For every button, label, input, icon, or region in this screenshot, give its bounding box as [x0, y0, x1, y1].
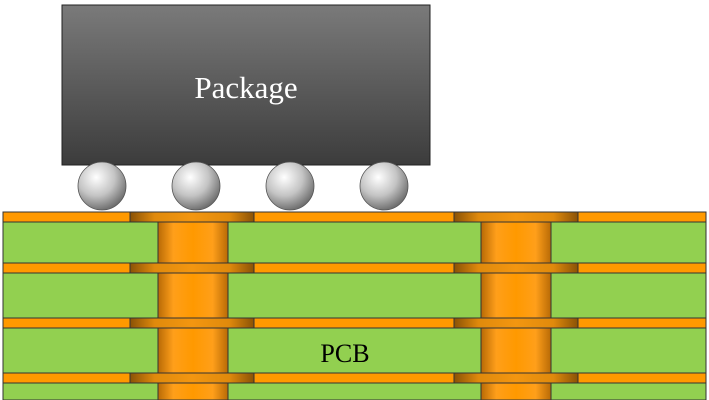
via-pad	[129, 317, 255, 329]
via-pad	[129, 262, 255, 274]
package: Package	[61, 4, 431, 166]
via-pad	[129, 211, 255, 223]
via-barrel	[480, 211, 552, 400]
solder-ball	[77, 161, 127, 211]
solder-ball	[171, 161, 221, 211]
copper-layer	[2, 317, 707, 329]
package-label: Package	[194, 70, 297, 105]
copper-layer	[2, 372, 707, 384]
package-body	[61, 4, 431, 166]
solder-balls	[77, 161, 409, 211]
substrate-layer	[2, 272, 707, 319]
substrate-layer	[2, 327, 707, 374]
via-pad	[453, 317, 579, 329]
solder-ball	[359, 161, 409, 211]
via-pad	[453, 211, 579, 223]
pcb	[2, 211, 707, 400]
via-pad	[453, 262, 579, 274]
substrate-layer	[2, 221, 707, 264]
pcb-label: PCB	[320, 339, 369, 368]
via-barrel	[157, 211, 229, 400]
copper-layer	[2, 262, 707, 274]
substrate-layer	[2, 382, 707, 400]
copper-layer	[2, 211, 707, 223]
solder-ball	[265, 161, 315, 211]
via-pad	[453, 372, 579, 384]
via-pad	[129, 372, 255, 384]
